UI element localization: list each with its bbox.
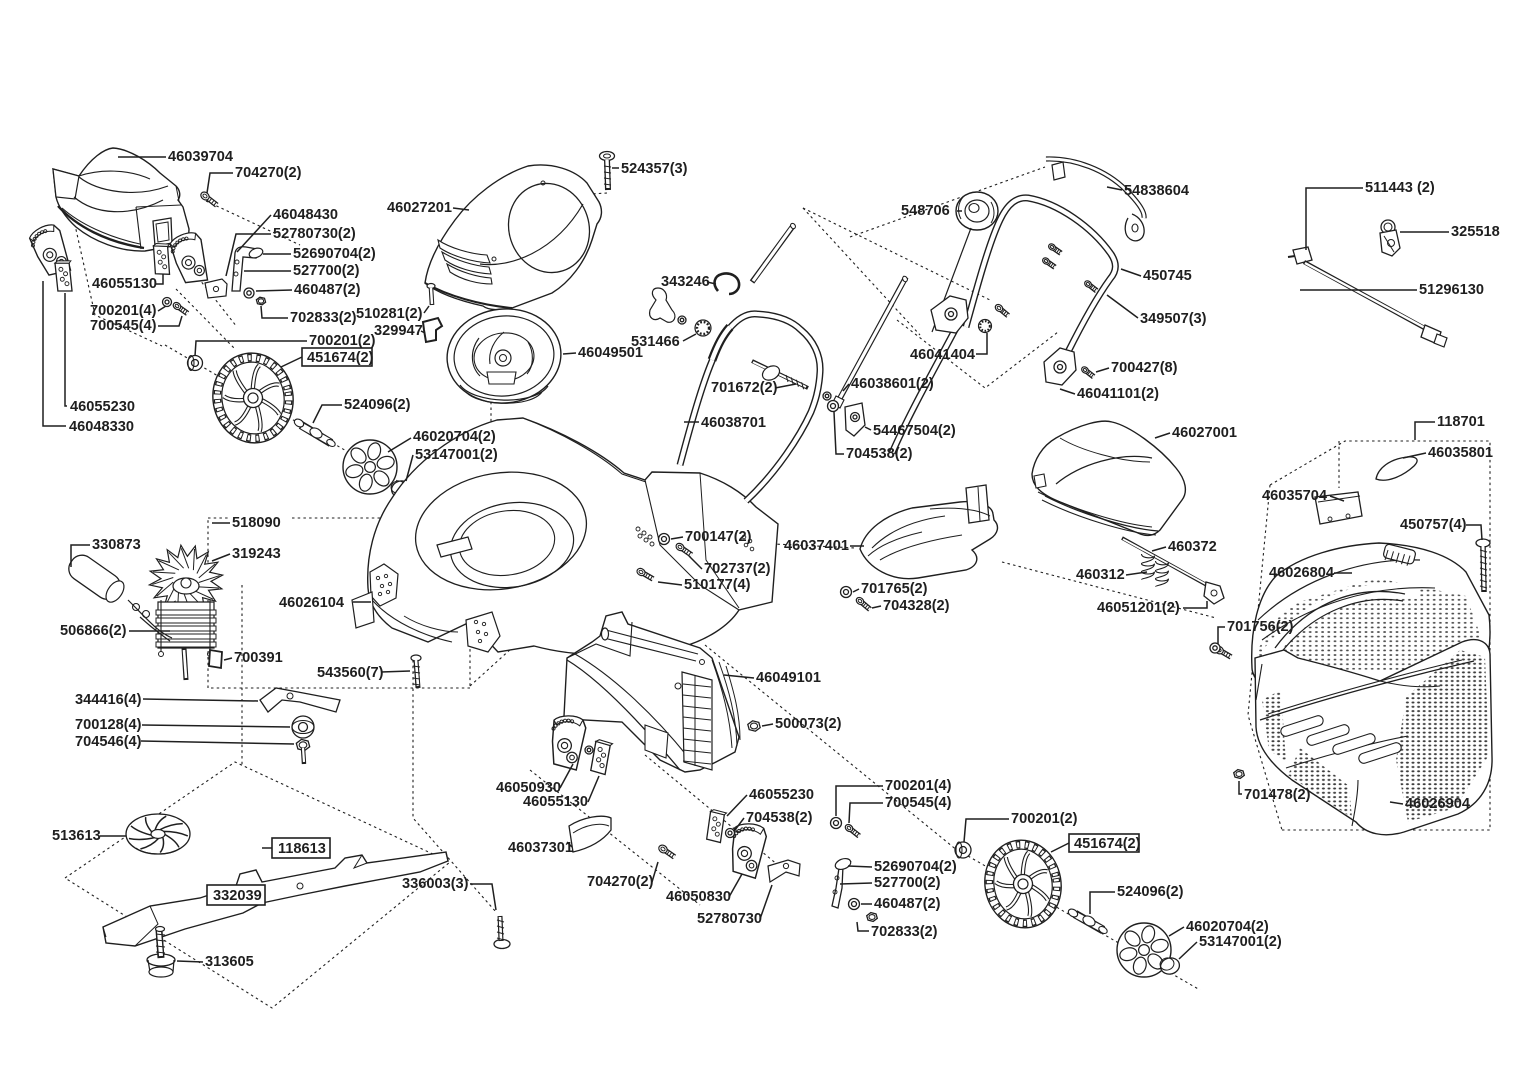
svg-text:329947: 329947 (374, 323, 423, 339)
svg-text:46035801: 46035801 (1428, 445, 1493, 461)
svg-text:460487(2): 460487(2) (874, 896, 941, 912)
svg-text:548706: 548706 (901, 203, 950, 219)
svg-text:543560(7): 543560(7) (317, 665, 384, 681)
svg-text:451674(2): 451674(2) (1074, 836, 1141, 852)
svg-text:46020704(2): 46020704(2) (1186, 919, 1269, 935)
svg-text:704538(2): 704538(2) (846, 446, 913, 462)
svg-text:513613: 513613 (52, 828, 101, 844)
svg-text:511443 (2): 511443 (2) (1365, 180, 1435, 196)
svg-text:332039: 332039 (213, 888, 262, 904)
svg-text:54838604: 54838604 (1124, 183, 1190, 199)
svg-text:46049101: 46049101 (756, 670, 821, 686)
svg-text:52780730(2): 52780730(2) (273, 226, 356, 242)
svg-text:51296130: 51296130 (1419, 282, 1484, 298)
svg-text:46050830: 46050830 (666, 889, 731, 905)
svg-text:46051201(2): 46051201(2) (1097, 600, 1180, 616)
svg-text:325518: 325518 (1451, 224, 1500, 240)
svg-text:330873: 330873 (92, 537, 141, 553)
svg-text:700391: 700391 (234, 650, 283, 666)
svg-text:118701: 118701 (1437, 414, 1485, 430)
svg-text:46055230: 46055230 (749, 787, 814, 803)
svg-text:53147001(2): 53147001(2) (1199, 934, 1282, 950)
svg-text:700201(2): 700201(2) (1011, 811, 1078, 827)
svg-text:702833(2): 702833(2) (290, 310, 357, 326)
svg-text:46038601(2): 46038601(2) (851, 376, 934, 392)
svg-text:46048330: 46048330 (69, 419, 134, 435)
svg-text:349507(3): 349507(3) (1140, 311, 1207, 327)
svg-text:46026904: 46026904 (1405, 796, 1471, 812)
svg-text:701672(2): 701672(2) (711, 380, 778, 396)
svg-text:510281(2): 510281(2) (356, 306, 423, 322)
svg-text:118613: 118613 (278, 841, 326, 857)
svg-text:460487(2): 460487(2) (294, 282, 361, 298)
svg-text:46035704: 46035704 (1262, 488, 1328, 504)
svg-text:460312: 460312 (1076, 567, 1125, 583)
svg-text:52690704(2): 52690704(2) (293, 246, 376, 262)
svg-text:46039704: 46039704 (168, 149, 234, 165)
svg-text:46027001: 46027001 (1172, 425, 1237, 441)
svg-text:700427(8): 700427(8) (1111, 360, 1178, 376)
svg-text:700201(2): 700201(2) (309, 333, 376, 349)
svg-text:518090: 518090 (232, 515, 281, 531)
svg-text:531466: 531466 (631, 334, 680, 350)
svg-text:319243: 319243 (232, 546, 281, 562)
svg-text:524096(2): 524096(2) (344, 397, 411, 413)
svg-text:53147001(2): 53147001(2) (415, 447, 498, 463)
svg-text:54467504(2): 54467504(2) (873, 423, 956, 439)
svg-text:343246: 343246 (661, 274, 710, 290)
svg-text:46041101(2): 46041101(2) (1077, 386, 1159, 402)
svg-text:46041404: 46041404 (910, 347, 976, 363)
svg-text:46026104: 46026104 (279, 595, 345, 611)
svg-text:500073(2): 500073(2) (775, 716, 842, 732)
svg-text:46020704(2): 46020704(2) (413, 429, 496, 445)
svg-text:52780730: 52780730 (697, 911, 762, 927)
svg-text:700147(2): 700147(2) (685, 529, 752, 545)
svg-text:46037301: 46037301 (508, 840, 573, 856)
svg-text:46050930: 46050930 (496, 780, 561, 796)
svg-text:700128(4): 700128(4) (75, 717, 142, 733)
svg-text:451674(2): 451674(2) (307, 350, 374, 366)
svg-text:52690704(2): 52690704(2) (874, 859, 957, 875)
svg-text:701756(2): 701756(2) (1227, 619, 1294, 635)
svg-text:527700(2): 527700(2) (874, 875, 941, 891)
svg-text:336003(3): 336003(3) (402, 876, 469, 892)
svg-text:46026804: 46026804 (1269, 565, 1335, 581)
svg-text:524096(2): 524096(2) (1117, 884, 1184, 900)
svg-text:46048430: 46048430 (273, 207, 338, 223)
svg-text:510177(4): 510177(4) (684, 577, 751, 593)
svg-text:506866(2): 506866(2) (60, 623, 127, 639)
svg-text:701478(2): 701478(2) (1244, 787, 1311, 803)
svg-text:46055130: 46055130 (523, 794, 588, 810)
svg-text:700201(4): 700201(4) (90, 303, 157, 319)
svg-text:460372: 460372 (1168, 539, 1217, 555)
svg-text:704538(2): 704538(2) (746, 810, 813, 826)
svg-text:700545(4): 700545(4) (90, 318, 157, 334)
svg-text:46038701: 46038701 (701, 415, 766, 431)
svg-text:702737(2): 702737(2) (704, 561, 771, 577)
svg-text:313605: 313605 (205, 954, 254, 970)
svg-text:46037401: 46037401 (784, 538, 849, 554)
svg-text:450745: 450745 (1143, 268, 1192, 284)
svg-text:702833(2): 702833(2) (871, 924, 938, 940)
svg-text:701765(2): 701765(2) (861, 581, 928, 597)
svg-text:46055130: 46055130 (92, 276, 157, 292)
svg-text:700545(4): 700545(4) (885, 795, 952, 811)
svg-text:704328(2): 704328(2) (883, 598, 950, 614)
svg-text:46049501: 46049501 (578, 345, 643, 361)
svg-text:704546(4): 704546(4) (75, 734, 142, 750)
svg-text:524357(3): 524357(3) (621, 161, 688, 177)
svg-text:46055230: 46055230 (70, 399, 135, 415)
svg-text:450757(4): 450757(4) (1400, 517, 1467, 533)
svg-text:704270(2): 704270(2) (587, 874, 654, 890)
svg-text:527700(2): 527700(2) (293, 263, 360, 279)
svg-text:46027201: 46027201 (387, 200, 452, 216)
svg-text:704270(2): 704270(2) (235, 165, 302, 181)
svg-text:344416(4): 344416(4) (75, 692, 142, 708)
svg-text:700201(4): 700201(4) (885, 778, 952, 794)
